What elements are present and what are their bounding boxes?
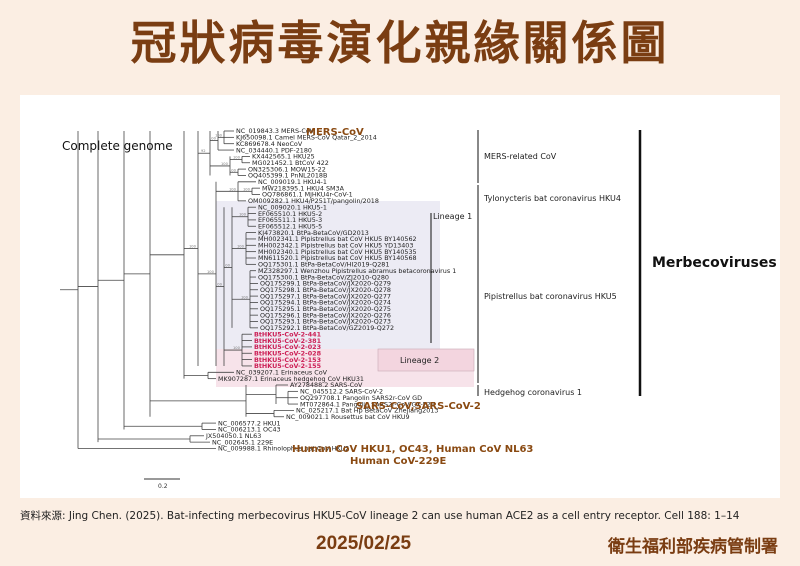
tree-leaf-label: OQ405399.1 PnNL2018B [248, 172, 327, 180]
tree-leaf-label: OQ175298.1 BtPa-BetaCoV/JX2020-Q278 [260, 286, 391, 294]
tree-leaf-label: NC_009988.1 Rhinolophus bat CoV HKU2 [218, 445, 349, 453]
bootstrap-value: 100 [233, 346, 241, 350]
tree-leaf-label: EF065510.1 HKU5-2 [258, 210, 322, 218]
tree-leaf-label: OQ175300.1 BtPa-BetaCoV/ZJ2010-Q280 [258, 273, 389, 281]
tree-leaf-label: MZ328297.1 Wenzhou Pipistrellus abramus … [258, 267, 456, 275]
tree-leaf-label: BtHKU5-CoV-2-155 [254, 362, 321, 370]
tree-leaf-label: MH002342.1 Pipistrellus bat CoV HKU5 YD1… [258, 242, 413, 250]
group-pipistrellus: Pipistrellus bat coronavirus HKU5 [484, 292, 617, 301]
source-citation: 資料來源: Jing Chen. (2025). Bat-infecting m… [20, 510, 740, 522]
tree-leaf-label: OQ175301.1 BtPa-BetaCoV/HI2019-Q281 [258, 261, 389, 269]
tree-leaf-label: KX442565.1 HKU25 [252, 153, 315, 161]
tree-leaf-label: OQ175294.1 BtPa-BetaCoV/JX2020-Q274 [260, 299, 391, 307]
tree-leaf-label: BtHKU5-CoV-2-381 [254, 337, 321, 345]
tree-leaf-label: MG021452.1 BtCoV 422 [252, 159, 329, 167]
tree-leaf-label: NC_002645.1 229E [212, 438, 273, 446]
organization-name: 衛生福利部疾病管制署 [608, 537, 778, 557]
tree-leaf-label: NC_006577.2 HKU1 [218, 419, 281, 427]
tree-leaf-label: NC_034440.1 PDF-2180 [236, 146, 312, 154]
tree-leaf-label: KJ650098.1 Camel MERS-CoV Qatar_2_2014 [236, 134, 377, 142]
tree-leaf-label: JX504050.1 NL63 [205, 432, 261, 440]
bootstrap-value: 100 [237, 244, 245, 248]
tree-leaf-label: OQ175296.1 BtPa-BetaCoV/JX2020-Q276 [260, 311, 391, 319]
scale-bar-label: 0.2 [158, 483, 168, 490]
tree-leaf-label: OQ175295.1 BtPa-BetaCoV/JX2020-Q275 [260, 305, 391, 313]
group-tylonycteris: Tylonycteris bat coronavirus HKU4 [483, 194, 621, 203]
bootstrap-value: 100 [229, 168, 237, 172]
bootstrap-value: 100 [209, 137, 217, 141]
tree-leaf-label: BtHKU5-CoV-2-023 [254, 343, 321, 351]
tree-leaf-label: MT072864.1 Pangolin SARS2r-CoV GX-P2V [300, 400, 436, 408]
bootstrap-value: 100 [241, 295, 249, 299]
tree-leaf-label: KJ473820.1 BtPa-BetaCoV/GD2013 [258, 229, 369, 237]
tree-leaf-label: ON325306.1 MOW15-22 [248, 165, 326, 173]
tree-leaf-label: KC869678.4 NeoCoV [236, 140, 303, 148]
lineage1-shade [216, 201, 440, 349]
bootstrap-value: 100 [239, 213, 247, 217]
publish-date: 2025/02/25 [316, 533, 412, 554]
tree-leaf-label: OQ175292.1 BtPa-BetaCoV/GZ2019-Q272 [260, 324, 394, 332]
tree-leaf-label: NC_009020.1 HKU5-1 [258, 203, 327, 211]
tree-leaf-label: OQ297708.1 Pangolin SARS2r-CoV GD [300, 394, 422, 402]
annotation-229e: Human CoV-229E [350, 456, 447, 467]
tree-leaf-label: OQ175299.1 BtPa-BetaCoV/JX2020-Q279 [260, 280, 391, 288]
page-title: 冠狀病毒演化親緣關係圖 [130, 16, 670, 70]
tree-leaf-label: MK907287.1 Erinaceus hedgehog CoV HKU31 [218, 375, 364, 383]
bootstrap-value: 100 [221, 162, 229, 166]
tree-leaf-label: NC_006213.1 OC43 [218, 426, 281, 434]
tree-leaf-label: MH002341.1 Pipistrellus bat CoV HKU5 BY1… [258, 235, 417, 243]
tree-leaf-label: MH002340.1 Pipistrellus bat CoV HKU5 BY1… [258, 248, 417, 256]
bootstrap-value: 100 [189, 244, 197, 248]
tree-leaf-label: OQ786861.1 MjHKU4r-CoV-1 [262, 191, 353, 199]
tree-leaf-label: BtHKU5-CoV-2-028 [254, 349, 322, 357]
tree-leaf-label: NC_009021.1 Rousettus bat CoV HKU9 [286, 413, 410, 421]
tree-leaf-label: AY278488.2 SARS-CoV [290, 381, 363, 389]
bootstrap-value: 100 [233, 156, 241, 160]
bootstrap-value: 100 [229, 187, 237, 191]
panel-label: Complete genome [62, 139, 173, 153]
tree-leaf-label: OM009282.1 HKU4/P251T/pangolin/2018 [248, 197, 379, 205]
tree-leaf-label: NC_039207.1 Erinaceus CoV [236, 369, 328, 377]
tree-leaf-label: MW218395.1 HKU4 SM3A [262, 184, 345, 192]
bootstrap-value: 92 [201, 149, 206, 153]
group-hedgehog: Hedgehog coronavirus 1 [484, 388, 582, 397]
lineage1-label: Lineage 1 [433, 212, 472, 221]
group-mers-related: MERS-related CoV [484, 152, 557, 161]
annotation-hku1-oc43-nl63: Human CoV HKU1, OC43, Human CoV NL63 [292, 444, 533, 455]
bootstrap-value: 100 [215, 133, 223, 137]
tree-leaf-label: OQ175297.1 BtPa-BetaCoV/JX2020-Q277 [260, 292, 391, 300]
group-merbecoviruses: Merbecoviruses [652, 255, 777, 271]
lineage2-box [377, 348, 475, 372]
tree-leaf-label: NC_019843.3 MERS-CoV [236, 127, 315, 135]
annotation-mers: MERS-CoV [306, 127, 364, 138]
tree-leaf-label: EF065511.1 HKU5-3 [258, 216, 322, 224]
tree-leaf-label: MN611520.1 Pipistrellus bat CoV HKU5 BY1… [258, 254, 417, 262]
tree-leaf-label: OQ175293.1 BtPa-BetaCoV/JX2020-Q273 [260, 318, 391, 326]
bootstrap-value: 100 [215, 283, 223, 287]
bootstrap-value: 100 [207, 270, 215, 274]
tree-leaf-label: NC_045512.2 SARS-CoV-2 [300, 388, 383, 396]
lineage2-label: Lineage 2 [400, 356, 439, 365]
tree-leaf-label: NC_025217.1 Bat Hp BetaCoV Zhejiang2013 [296, 407, 438, 415]
tree-leaf-label: NC_009019.1 HKU4-1 [258, 178, 327, 186]
annotation-sars: SARS-CoV,SARS-CoV-2 [356, 401, 481, 412]
tree-leaf-label: EF065512.1 HKU5-5 [258, 222, 322, 230]
bootstrap-value: 100 [223, 264, 231, 268]
tree-leaf-label: BtHKU5-CoV-2-153 [254, 356, 321, 364]
tree-leaf-label: BtHKU5-CoV-2-441 [254, 330, 321, 338]
bootstrap-value: 100 [243, 187, 251, 191]
